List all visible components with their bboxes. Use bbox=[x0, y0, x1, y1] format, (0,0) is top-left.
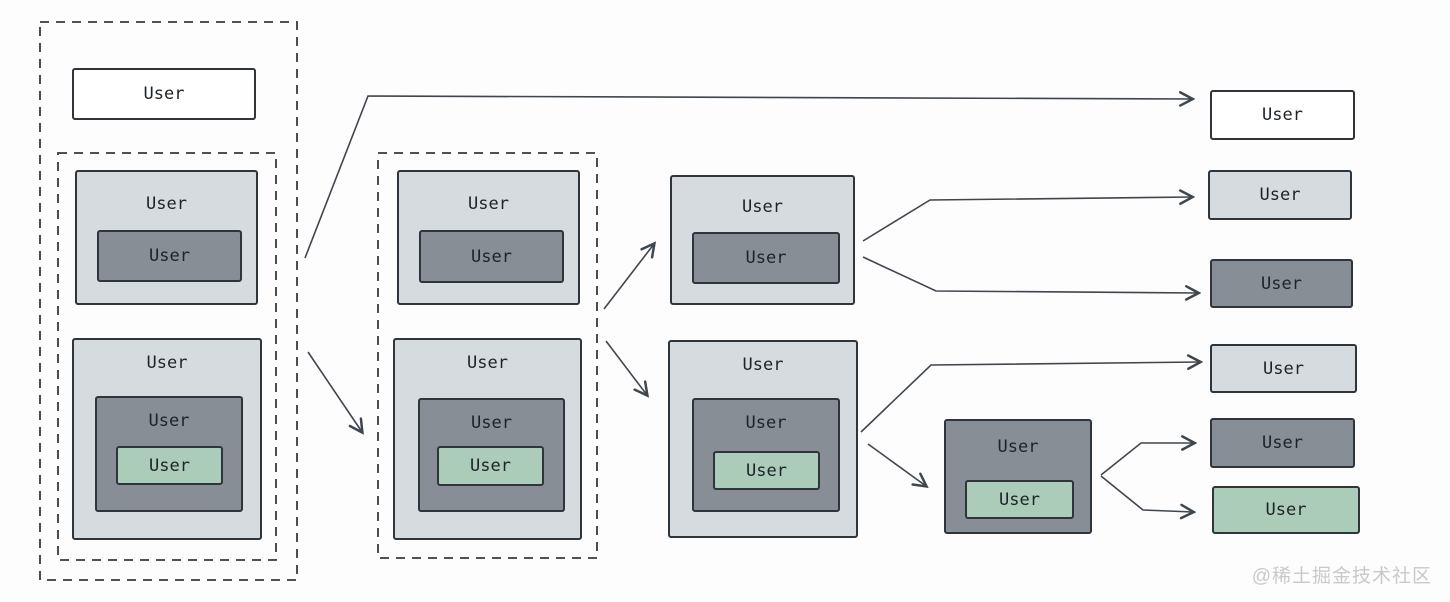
group2-boxB: User User User bbox=[393, 338, 582, 540]
user-label: User bbox=[143, 84, 185, 104]
arrow-group1-to-group2 bbox=[307, 351, 362, 432]
user-label: User bbox=[1263, 358, 1304, 379]
user-label: User bbox=[1261, 273, 1302, 294]
group1-inner-dashed-container bbox=[57, 152, 277, 561]
group2-boxB-core: User bbox=[437, 446, 544, 486]
output-user-box-6: User bbox=[1212, 486, 1360, 534]
user-label: User bbox=[742, 355, 784, 375]
user-label: User bbox=[999, 489, 1040, 510]
user-label: User bbox=[997, 437, 1039, 457]
arrow-stage3bottom-to-output4 bbox=[860, 362, 1200, 433]
group1-outer-dashed-container bbox=[39, 21, 298, 581]
stage3-bottom-box: User User User bbox=[668, 340, 858, 538]
stage4-box-core: User bbox=[965, 480, 1074, 519]
group2-boxA: User User bbox=[397, 170, 580, 305]
group1-user-box: User bbox=[72, 68, 256, 120]
user-label: User bbox=[470, 456, 511, 476]
user-label: User bbox=[467, 353, 508, 373]
stage3-bottom-core: User bbox=[713, 451, 820, 490]
user-label: User bbox=[146, 353, 188, 373]
group1-boxB-core: User bbox=[116, 446, 223, 485]
arrow-stage3top-to-output2 bbox=[862, 197, 1192, 242]
stage4-box: User User bbox=[944, 419, 1092, 534]
group1-boxB: User User User bbox=[72, 338, 262, 540]
group1-boxA: User User bbox=[75, 170, 258, 305]
output-user-box-2: User bbox=[1208, 170, 1352, 220]
group1-boxB-mid: User User bbox=[95, 396, 243, 512]
user-label: User bbox=[149, 455, 190, 476]
group2-boxA-inner: User bbox=[419, 230, 564, 283]
user-label: User bbox=[745, 248, 787, 268]
arrow-stage3bottom-to-stage4 bbox=[867, 443, 926, 486]
user-label: User bbox=[1259, 185, 1301, 205]
arrow-group2-to-stage3-bottom bbox=[605, 340, 647, 395]
arrow-group2-to-stage3-top bbox=[603, 244, 654, 310]
user-label: User bbox=[471, 413, 512, 433]
arrow-stage4-to-output6 bbox=[1100, 475, 1193, 512]
arrow-stage4-to-output5 bbox=[1100, 443, 1194, 476]
user-label: User bbox=[148, 411, 190, 431]
user-label: User bbox=[746, 460, 787, 481]
stage3-bottom-mid: User User bbox=[692, 398, 840, 512]
output-user-box-3: User bbox=[1210, 259, 1353, 308]
output-user-box-1: User bbox=[1210, 90, 1355, 140]
user-label: User bbox=[146, 194, 187, 214]
arrow-stage3top-to-output3 bbox=[862, 256, 1198, 293]
user-label: User bbox=[471, 246, 512, 267]
stage3-top-box: User User bbox=[670, 175, 855, 305]
watermark-text: @稀土掘金技术社区 bbox=[1251, 566, 1432, 587]
user-label: User bbox=[1262, 433, 1303, 453]
user-label: User bbox=[742, 197, 783, 217]
output-user-box-5: User bbox=[1210, 418, 1355, 468]
user-label: User bbox=[1262, 105, 1303, 125]
user-label: User bbox=[468, 194, 509, 214]
group2-dashed-container bbox=[377, 152, 598, 559]
arrow-group1-to-output1 bbox=[304, 96, 1192, 259]
group2-boxB-mid: User User bbox=[418, 398, 565, 512]
stage3-top-inner: User bbox=[692, 232, 840, 284]
user-label: User bbox=[1265, 500, 1307, 520]
user-label: User bbox=[745, 413, 787, 433]
group1-boxA-inner: User bbox=[97, 230, 242, 282]
output-user-box-4: User bbox=[1210, 344, 1357, 393]
user-label: User bbox=[149, 246, 190, 266]
